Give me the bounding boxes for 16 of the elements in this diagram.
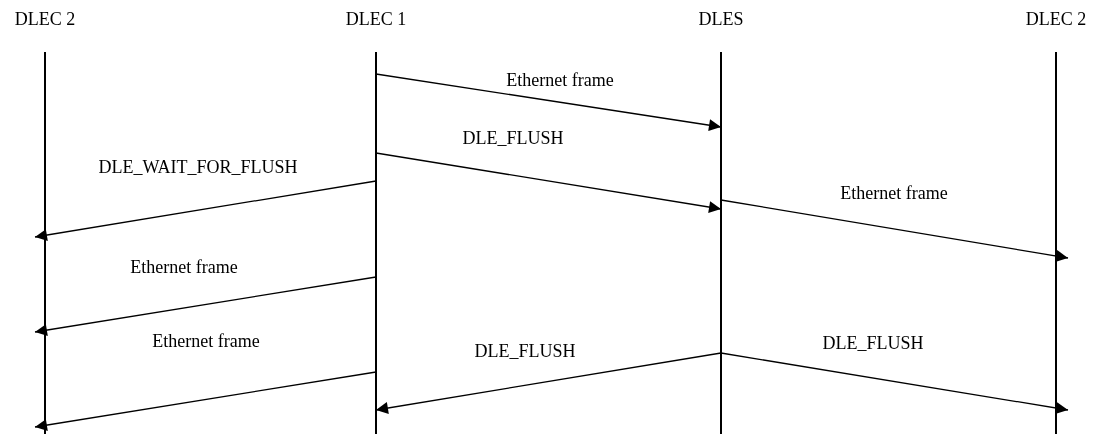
participant-label: DLEC 2 <box>14 8 76 30</box>
edge-label: DLE_FLUSH <box>822 333 924 353</box>
participant-label: DLEC 2 <box>1025 8 1087 30</box>
message-arrow <box>720 199 1069 262</box>
participant-label: DLES <box>698 8 744 30</box>
message-arrow <box>34 371 377 431</box>
message-arrow <box>375 352 722 414</box>
message-arrow <box>34 180 377 241</box>
edge-label: DLE_WAIT_FOR_FLUSH <box>98 157 298 177</box>
message-arrow <box>720 352 1069 414</box>
edge-label: DLE_FLUSH <box>474 341 576 361</box>
participant-label: DLEC 1 <box>345 8 407 30</box>
edge-label: DLE_FLUSH <box>462 128 564 148</box>
message-arrow <box>375 152 722 213</box>
message-arrow <box>375 73 722 132</box>
message-arrow <box>34 276 377 336</box>
